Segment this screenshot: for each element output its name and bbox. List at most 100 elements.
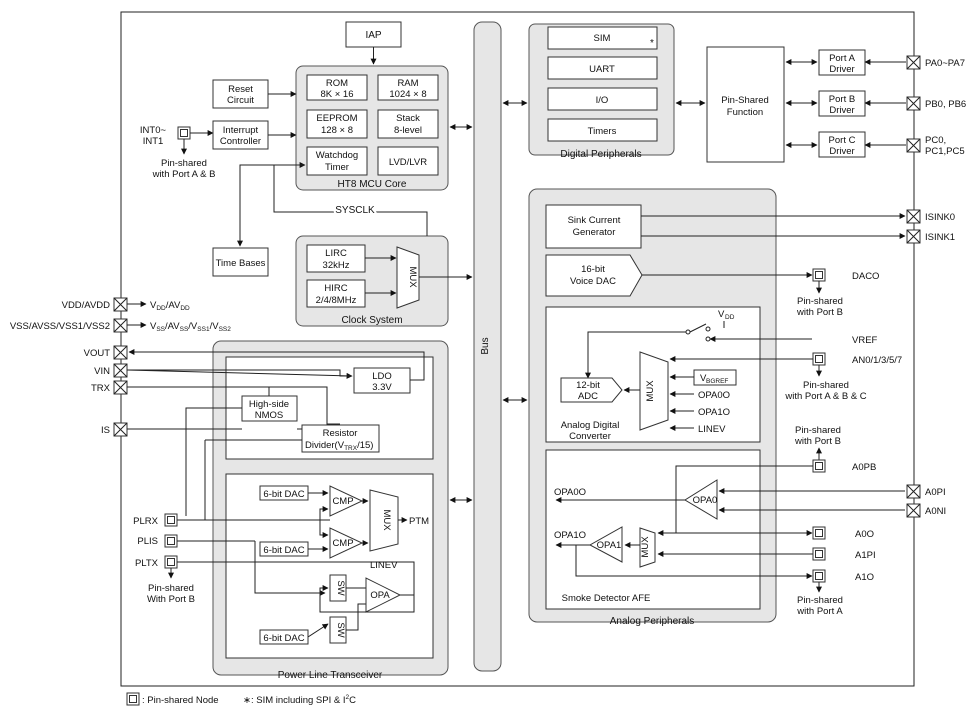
smoke-title: Smoke Detector AFE [562, 593, 651, 604]
portb-label-2: Driver [829, 105, 854, 116]
ram-box [377, 74, 439, 101]
sim-star: * [650, 38, 654, 49]
cmp-1 [329, 485, 364, 517]
time-bases-label: Time Bases [216, 258, 266, 269]
timers-box [547, 118, 658, 142]
opa0-label: OPA0 [693, 495, 718, 506]
int-ctrl-label-1: Interrupt [223, 125, 259, 136]
vdd-symbol: V [718, 309, 725, 320]
lirc-box [306, 244, 366, 273]
iap-box [345, 21, 402, 48]
smoke-mux [639, 527, 656, 568]
resdiv-label-1: Resistor [323, 428, 358, 439]
lvd-label: LVD/LVR [389, 157, 427, 168]
reset-label-2: Circuit [227, 95, 254, 106]
adc-mux-label: MUX [645, 380, 656, 402]
ldo-box [353, 367, 411, 394]
plrx-label: PLRX [133, 516, 158, 527]
trx-label: TRX [91, 383, 111, 394]
vin-label: VIN [94, 366, 110, 377]
pa-pins-label: PA0~PA7 [925, 58, 965, 69]
opa0o-out-label: OPA0O [554, 487, 586, 498]
sink-current-generator-box [545, 204, 642, 249]
wdt-label-2: Timer [325, 162, 349, 173]
lirc-label-2: 32kHz [323, 260, 350, 271]
hsnmos-label-1: High-side [249, 399, 289, 410]
pc-pins-label-2: PC1,PC5 [925, 146, 965, 157]
daco-shared-2: with Port B [796, 307, 843, 318]
smoke-mux-label: MUX [640, 536, 651, 558]
dac6-label-1: 6-bit DAC [263, 489, 304, 500]
smoke-detector-block [545, 449, 761, 610]
watchdog-timer-box [306, 146, 368, 176]
a0pb-shared-2: with Port B [794, 436, 841, 447]
an-shared-1: Pin-shared [803, 380, 849, 391]
adc-linev-label: LINEV [698, 424, 726, 435]
ldo-label-2: 3.3V [372, 382, 392, 393]
opa1-label: OPA1 [597, 540, 622, 551]
vref-label: VREF [852, 335, 878, 346]
pltx-shared-1: Pin-shared [148, 583, 194, 594]
porta-label-1: Port A [829, 53, 856, 64]
pc-pins-label-1: PC0, [925, 135, 946, 146]
timers-label: Timers [588, 126, 617, 137]
svg-text:VSS/AVSS/VSS1/VSS2: VSS/AVSS/VSS1/VSS2 [150, 321, 231, 333]
io-label: I/O [596, 95, 609, 106]
daco-shared-1: Pin-shared [797, 296, 843, 307]
a1pi-label: A1PI [855, 550, 876, 561]
opa1-amplifier [588, 526, 623, 563]
ptm-label: PTM [409, 516, 429, 527]
io-box [547, 87, 658, 111]
daco-label: DACO [852, 271, 879, 282]
bus [473, 21, 502, 672]
pin-shared-ab-label-1: Pin-shared [161, 158, 207, 169]
rom-box [306, 74, 368, 101]
sw-label-2: SW [335, 622, 346, 637]
isink1-label: ISINK1 [925, 232, 955, 243]
opa-amplifier [365, 577, 402, 613]
adc-box [560, 377, 623, 403]
a1o-shared-2: with Port A [796, 606, 843, 617]
opa-label: OPA [370, 590, 390, 601]
eeprom-label-2: 128 × 8 [321, 125, 353, 136]
time-bases-box [212, 247, 269, 277]
a1o-label: A1O [855, 572, 874, 583]
voice-dac-box [545, 254, 643, 297]
adc-title-1: Analog Digital [561, 420, 620, 431]
is-label: IS [101, 425, 110, 436]
a0o-label: A0O [855, 529, 874, 540]
int-pin-label-1: INT0~ [140, 125, 167, 136]
opa0-amplifier [684, 479, 718, 520]
clock-mux-label: MUX [407, 266, 418, 288]
pb-pins-label: PB0, PB6 [925, 99, 966, 110]
isink0-label: ISINK0 [925, 212, 955, 223]
high-side-nmos-box [241, 395, 298, 422]
sw-label-1: SW [335, 580, 346, 595]
portc-label-1: Port C [829, 135, 856, 146]
porta-label-2: Driver [829, 64, 854, 75]
lvd-lvr-box [377, 146, 439, 176]
cmp-2 [329, 527, 364, 559]
port-a-driver-box [818, 49, 866, 76]
legend-node-text: : Pin-shared Node [142, 695, 219, 706]
reset-circuit-box [212, 79, 269, 109]
analog-peripherals-title: Analog Peripherals [610, 616, 695, 627]
ram-label-1: RAM [397, 78, 418, 89]
digital-peripherals-title: Digital Peripherals [560, 149, 641, 160]
dac6-label-2: 6-bit DAC [263, 545, 304, 556]
plt-title: Power Line Transceiver [278, 670, 383, 681]
cmp-label-2: CMP [332, 538, 353, 549]
int-pin-label-2: INT1 [143, 136, 164, 147]
dac6-label-3: 6-bit DAC [263, 633, 304, 644]
adc-label-1: 12-bit [576, 380, 600, 391]
uart-box [547, 56, 658, 80]
hirc-label-2: 2/4/8MHz [316, 295, 357, 306]
an-shared-2: with Port A & B & C [784, 391, 866, 402]
int-ctrl-label-2: Controller [220, 136, 261, 147]
a0pi-label: A0PI [925, 487, 946, 498]
bus-label: Bus [480, 337, 491, 354]
clock-system-title: Clock System [341, 315, 402, 326]
a1o-shared-1: Pin-shared [797, 595, 843, 606]
ram-label-2: 1024 × 8 [389, 89, 426, 100]
